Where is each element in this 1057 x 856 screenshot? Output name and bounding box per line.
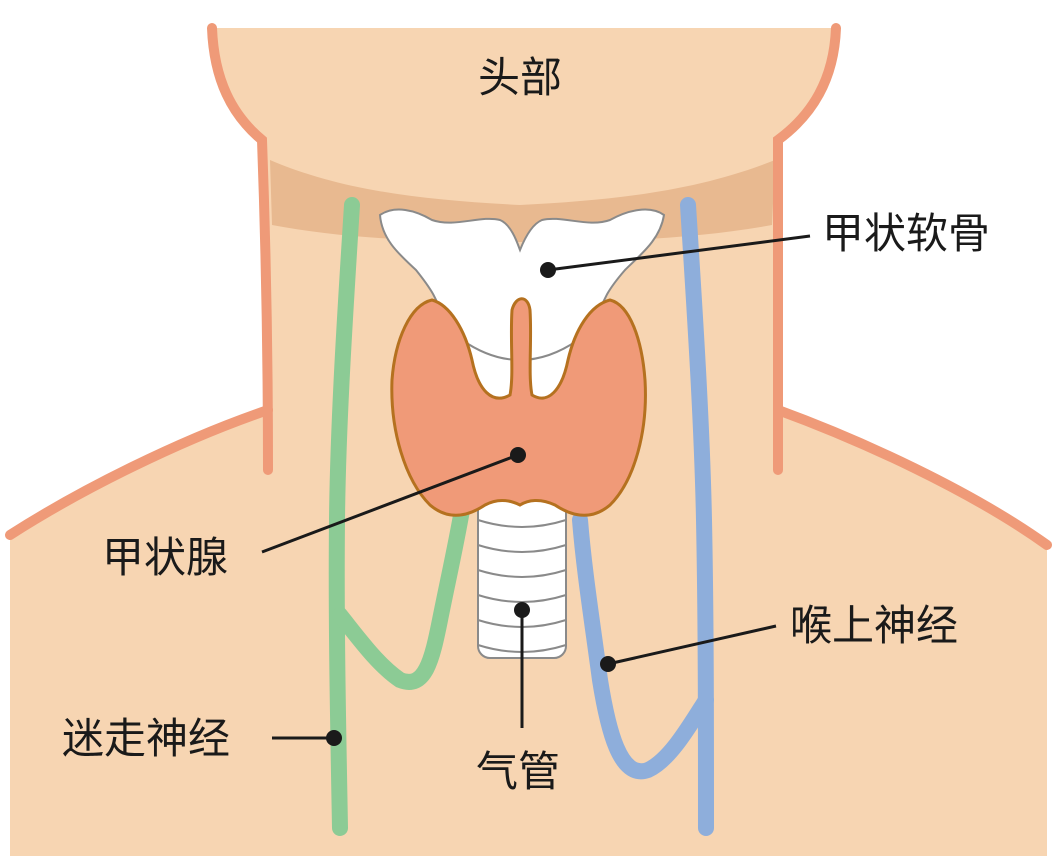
leader-vagus-nerve: [272, 730, 342, 746]
vagus-nerve-left: [328, 197, 360, 836]
leader-superior-laryngeal-nerve: [600, 624, 777, 672]
head-outline: [207, 23, 273, 475]
shoulder-outline-right: [773, 405, 1052, 550]
label-head: 头部: [478, 53, 562, 102]
leader-thyroid-gland: [261, 447, 526, 554]
trachea: [477, 497, 567, 659]
shoulder-outline-left: [5, 405, 273, 540]
vagus-nerve-branch: [332, 502, 470, 690]
label-superior-laryngeal-nerve: 喉上神经: [790, 601, 958, 650]
laryngeal-nerve-branch: [572, 512, 714, 780]
head-outline-right: [772, 23, 841, 475]
label-trachea: 气管: [476, 747, 560, 796]
label-thyroid-cartilage: 甲状软骨: [822, 209, 990, 258]
leader-trachea: [514, 602, 530, 728]
thyroid-gland: [390, 297, 647, 517]
laryngeal-nerve-right: [680, 197, 714, 836]
label-vagus-nerve: 迷走神经: [62, 714, 230, 763]
label-thyroid-gland: 甲状腺: [102, 533, 228, 582]
leader-thyroid-cartilage: [540, 234, 811, 278]
